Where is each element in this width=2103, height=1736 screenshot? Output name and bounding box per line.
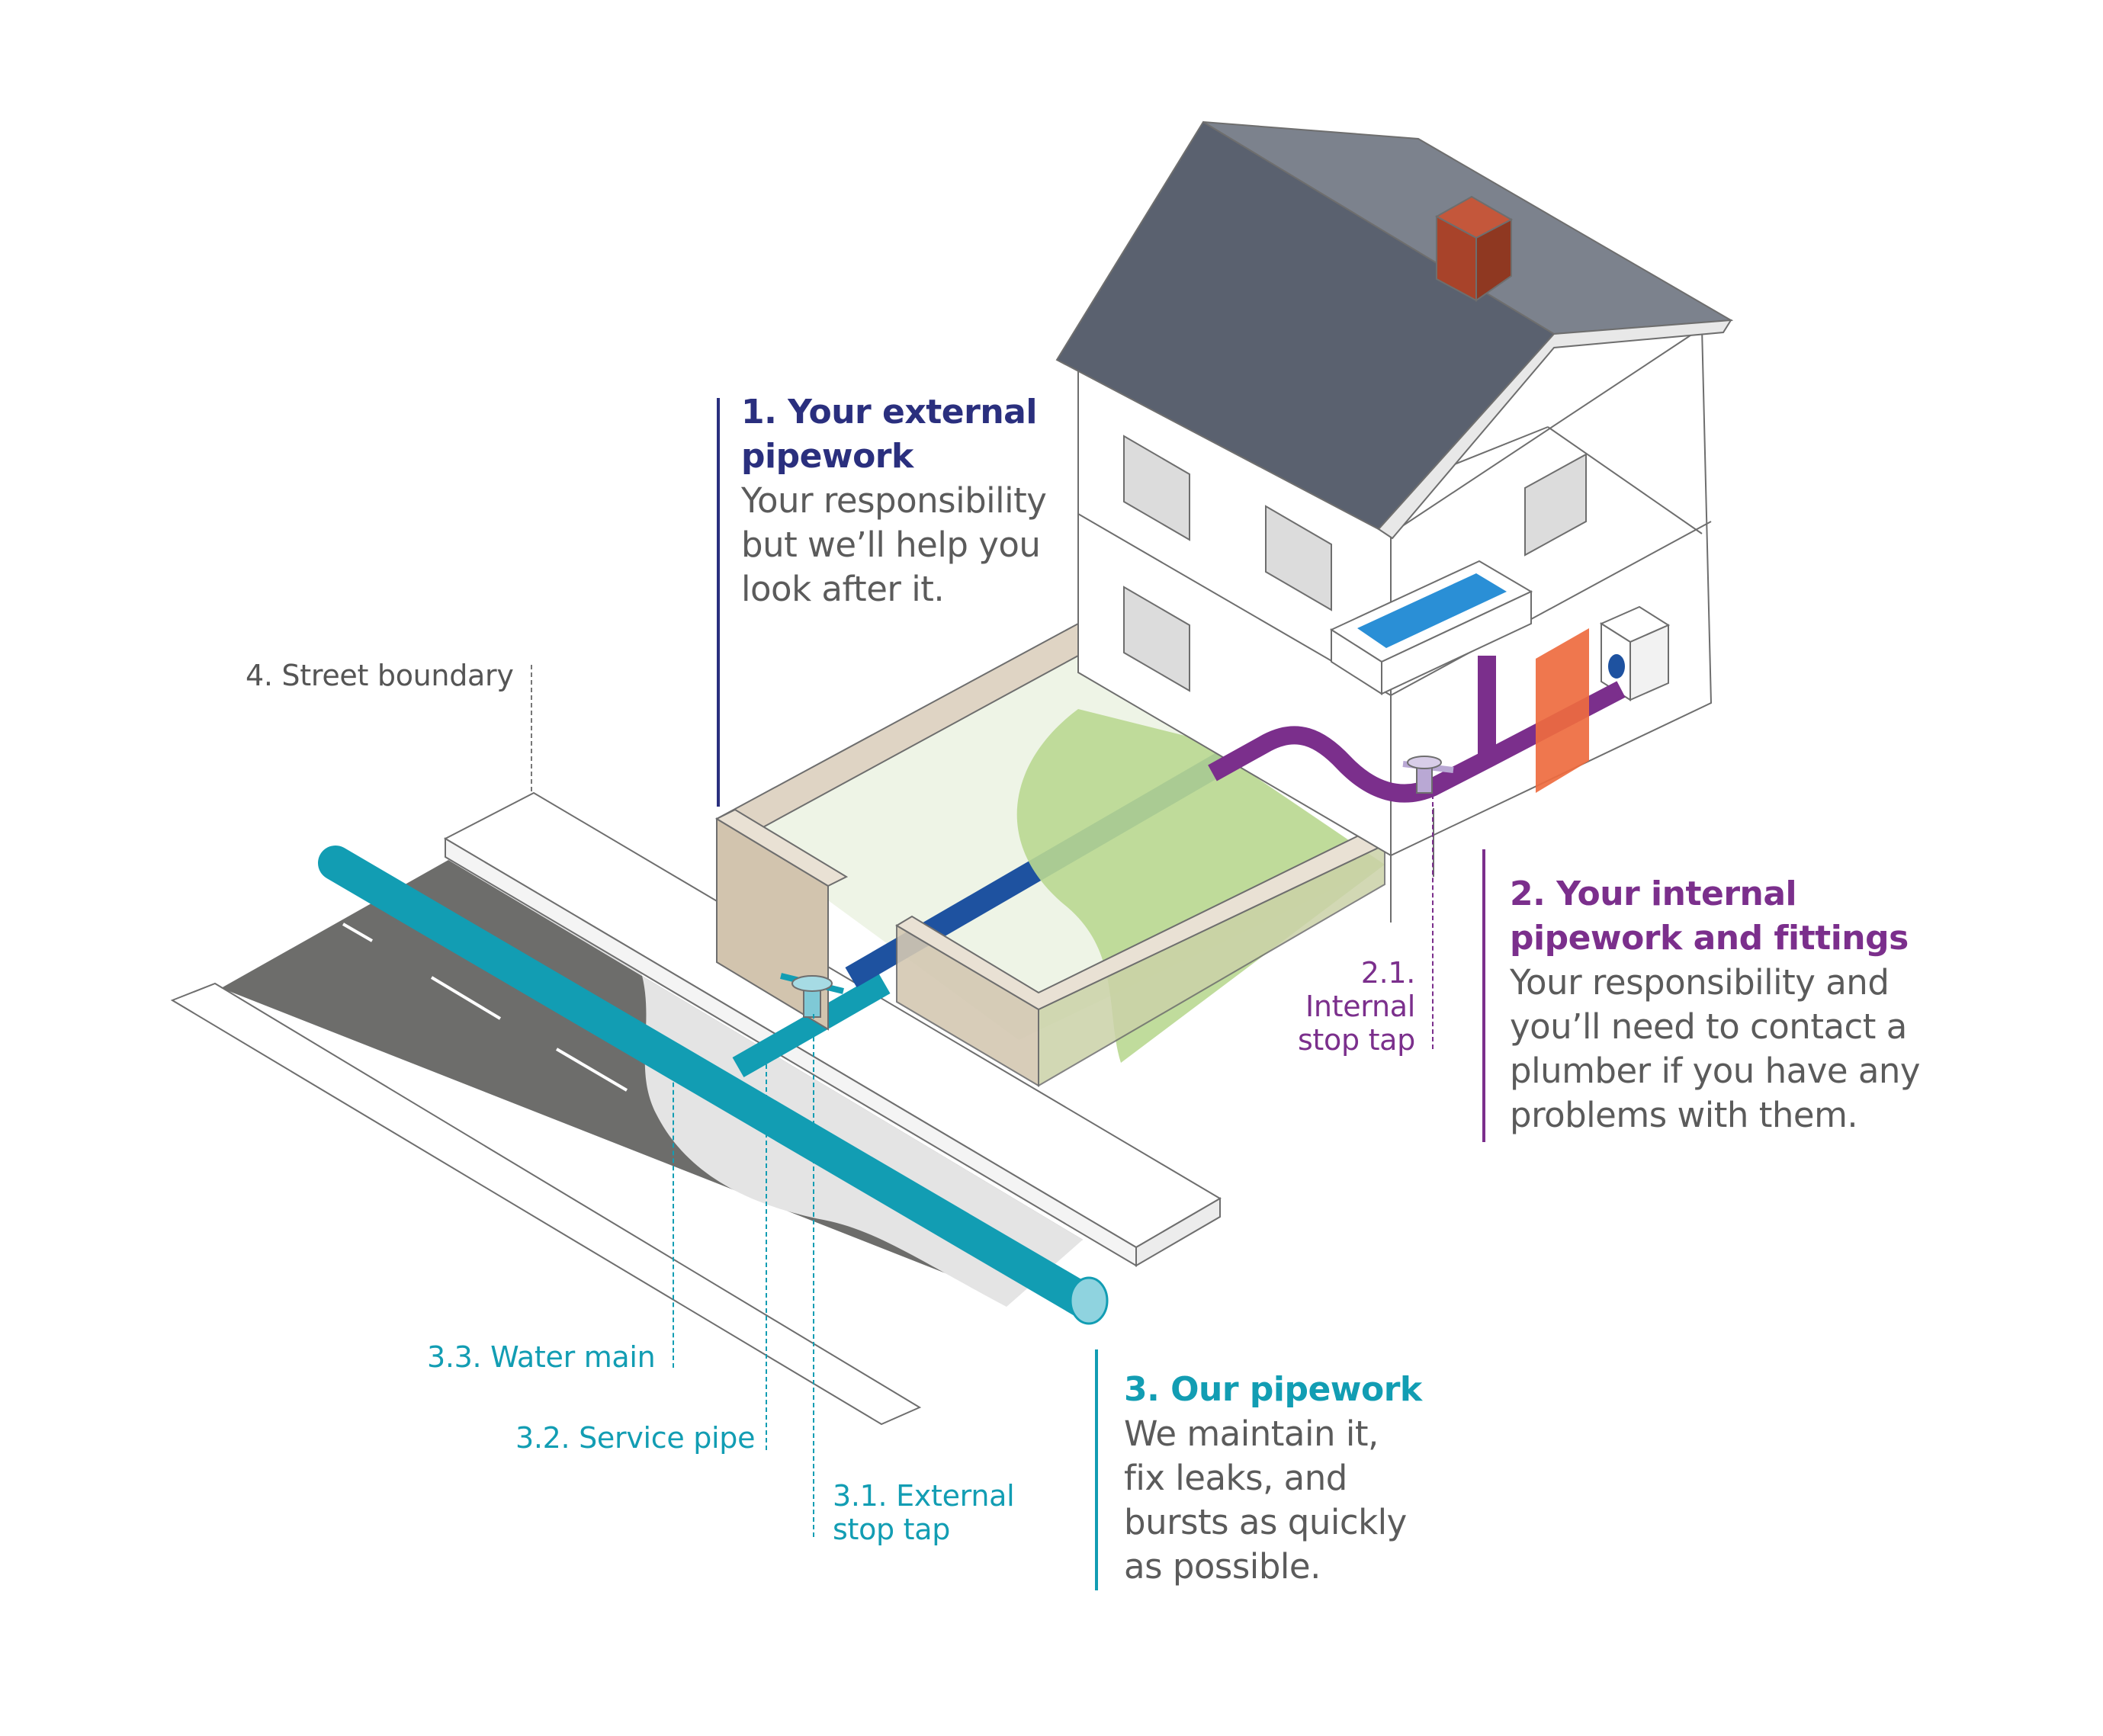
- heading-line: pipework and fittings: [1510, 919, 1909, 958]
- house-floor-line-side: [1390, 521, 1712, 696]
- windows: [1123, 435, 1587, 692]
- service-pipe-front: [817, 973, 891, 1029]
- our-pipework-callout-bar: [1095, 1349, 1098, 1590]
- body-line: you’ll need to contact a: [1510, 1006, 1907, 1047]
- heading-line: 2. Your internal: [1510, 874, 1797, 913]
- external-stop-tap-icon: [780, 973, 844, 1018]
- service-pipe-leader: [766, 1057, 767, 1450]
- service-pipe-label: 3.2. Service pipe: [515, 1421, 756, 1455]
- internal-stop-tap-icon: [1402, 756, 1454, 794]
- external-pipework-callout: 1. Your external pipework Your responsib…: [741, 390, 1092, 611]
- external-stop-tap-label: 3.1. External stop tap: [833, 1479, 1015, 1546]
- body-line: bursts as quickly: [1124, 1502, 1407, 1542]
- lower-pavement: [170, 982, 922, 1426]
- our-pipework-callout: 3. Our pipework We maintain it, fix leak…: [1124, 1368, 1475, 1589]
- internal-pipework-callout: 2. Your internal pipework and fittings Y…: [1510, 872, 1998, 1138]
- front-door: [1536, 628, 1589, 793]
- heading-line: 3. Our pipework: [1124, 1370, 1422, 1409]
- body-line: problems with them.: [1510, 1095, 1858, 1135]
- chimney: [1434, 195, 1514, 302]
- heading-line: 1. Your external: [741, 393, 1037, 432]
- label-line: stop tap: [833, 1513, 951, 1546]
- internal-stop-tap-leader: [1432, 794, 1434, 1049]
- external-callout-bar: [717, 398, 720, 807]
- road-markings: [342, 923, 628, 1092]
- body-line: Your responsibility: [741, 480, 1047, 521]
- label-line: Internal: [1305, 990, 1415, 1023]
- external-stop-tap-leader: [813, 1014, 814, 1537]
- street-boundary-leader: [531, 665, 532, 791]
- our-pipework-heading: 3. Our pipework: [1124, 1368, 1475, 1412]
- body-line: look after it.: [741, 569, 945, 609]
- external-pipework-heading: 1. Your external pipework: [741, 390, 1092, 479]
- internal-pipework-heading: 2. Your internal pipework and fittings: [1510, 872, 1998, 961]
- body-line: fix leaks, and: [1124, 1458, 1347, 1498]
- body-line: as possible.: [1124, 1546, 1321, 1587]
- water-main-end: [1069, 1276, 1109, 1325]
- heading-line: pipework: [741, 437, 913, 476]
- house-side-wall: [1390, 326, 1713, 857]
- service-pipe: [732, 1008, 830, 1078]
- label-line: stop tap: [1297, 1023, 1415, 1057]
- roof-gable: [1377, 319, 1732, 540]
- street-boundary-label: 4. Street boundary: [246, 659, 514, 692]
- label-line: 3.1. External: [833, 1479, 1015, 1513]
- external-pipework-body: Your responsibility but we’ll help you l…: [741, 479, 1092, 611]
- body-line: We maintain it,: [1124, 1414, 1379, 1454]
- water-main-label: 3.3. Water main: [427, 1340, 656, 1374]
- garden-wall-left-top: [714, 808, 849, 887]
- water-main-pipe: [318, 846, 1103, 1320]
- internal-stop-tap-label: 2.1. Internal stop tap: [1251, 956, 1415, 1057]
- body-line: Your responsibility and: [1510, 962, 1889, 1003]
- water-main-leader: [673, 1052, 674, 1368]
- internal-pipework-body: Your responsibility and you’ll need to c…: [1510, 961, 1998, 1138]
- label-line: 2.1.: [1360, 956, 1416, 990]
- washing-machine-icon: [1599, 605, 1671, 701]
- kerb-end: [1135, 1197, 1221, 1267]
- internal-callout-bar: [1482, 849, 1485, 1142]
- body-line: plumber if you have any: [1510, 1051, 1921, 1091]
- bath-icon: [1329, 560, 1533, 695]
- interior-line: [1547, 426, 1703, 534]
- body-line: but we’ll help you: [741, 525, 1041, 565]
- our-pipework-body: We maintain it, fix leaks, and bursts as…: [1124, 1412, 1475, 1589]
